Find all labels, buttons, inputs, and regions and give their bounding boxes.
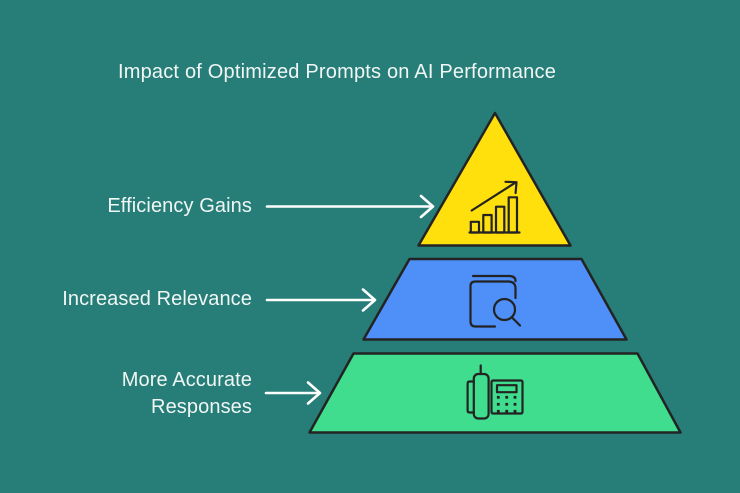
label-increased-relevance: Increased Relevance bbox=[62, 288, 252, 310]
label-efficiency-gains: Efficiency Gains bbox=[107, 195, 252, 217]
pyramid-tiers bbox=[308, 111, 682, 434]
label-arrows bbox=[264, 194, 435, 405]
tier-bottom-trapezoid bbox=[308, 352, 682, 434]
desk-phone-icon bbox=[466, 364, 524, 420]
phone-keypad-dots bbox=[496, 395, 517, 413]
diagram-title: Impact of Optimized Prompts on AI Perfor… bbox=[117, 61, 557, 83]
bar-chart-growth-icon bbox=[468, 180, 521, 234]
tier-top-triangle bbox=[417, 111, 572, 247]
increased-relevance-arrow bbox=[265, 288, 377, 312]
label-more-accurate-responses: More Accurate Responses bbox=[121, 369, 252, 418]
book-search-icon bbox=[469, 274, 522, 328]
efficiency-gains-arrow bbox=[265, 194, 435, 219]
tier-middle-trapezoid bbox=[362, 257, 628, 341]
more-accurate-responses-arrow bbox=[264, 381, 322, 405]
